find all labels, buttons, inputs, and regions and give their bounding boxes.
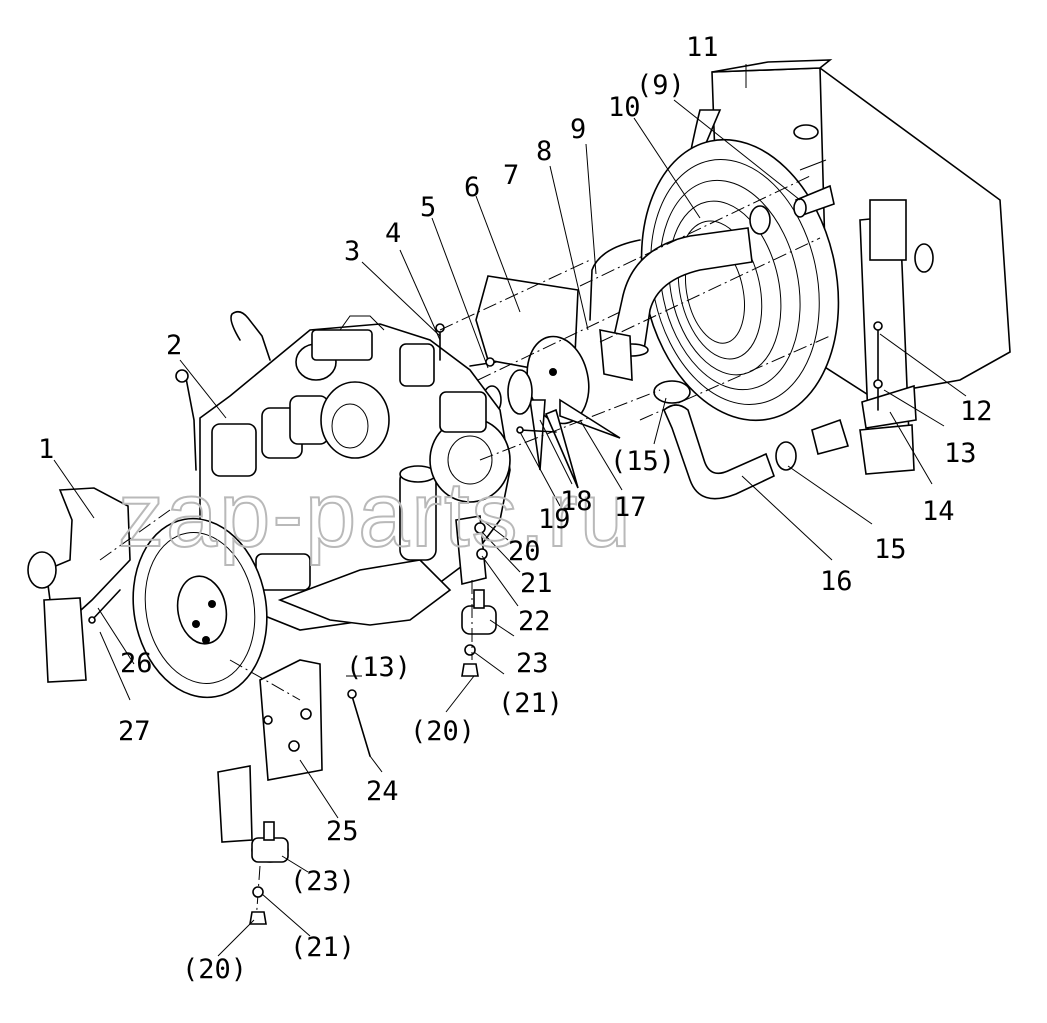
engine-block	[175, 310, 511, 631]
front-engine-bracket	[217, 659, 323, 843]
lower-engine-mount	[249, 821, 289, 925]
lower-hose	[653, 380, 850, 500]
label-23: 23	[516, 648, 549, 679]
fan-shroud	[640, 109, 840, 422]
radiator-bracket	[861, 321, 917, 429]
label-5: 5	[420, 192, 436, 223]
label-14: 14	[922, 496, 955, 527]
label-1: 1	[38, 434, 54, 465]
label-25: 25	[326, 816, 359, 847]
label-20: 20	[508, 536, 541, 567]
label-22: 22	[518, 606, 551, 637]
label-21: 21	[520, 568, 553, 599]
label-18: 18	[560, 486, 593, 517]
label-20-ref-2: (20)	[182, 954, 247, 985]
label-3: 3	[344, 236, 360, 267]
label-20-ref: (20)	[410, 716, 475, 747]
label-15-ref: (15)	[610, 446, 675, 477]
label-12: 12	[960, 396, 993, 427]
watermark-text: zap-parts.ru	[118, 464, 633, 566]
label-7: 7	[503, 160, 519, 191]
label-6: 6	[464, 172, 480, 203]
radiator-inlet-pipe	[793, 159, 835, 218]
left-engine-bracket	[27, 487, 131, 683]
label-19: 19	[538, 504, 571, 535]
leader-lines	[53, 64, 967, 957]
label-4: 4	[385, 218, 401, 249]
label-15: 15	[874, 534, 907, 565]
label-2: 2	[166, 330, 182, 361]
label-21-ref: (21)	[498, 688, 563, 719]
right-engine-mount	[455, 515, 497, 677]
label-27: 27	[118, 716, 151, 747]
label-8: 8	[536, 136, 552, 167]
label-9-ref: (9)	[636, 70, 685, 101]
label-13-ref: (13)	[346, 652, 411, 683]
explode-lines	[99, 175, 831, 701]
flywheel-housing	[132, 517, 268, 699]
label-16: 16	[820, 566, 853, 597]
label-26: 26	[120, 648, 153, 679]
label-17: 17	[614, 492, 647, 523]
label-23-ref: (23)	[290, 866, 355, 897]
label-9: 9	[570, 114, 586, 145]
fasteners	[347, 323, 497, 757]
label-21-ref-2: (21)	[290, 932, 355, 963]
label-24: 24	[366, 776, 399, 807]
part-labels: 11 (9) 10 9 8 7 6 5 4 3 2 1 12 13 14 15 …	[38, 32, 993, 985]
label-11: 11	[686, 32, 719, 63]
label-10: 10	[608, 92, 641, 123]
label-13: 13	[944, 438, 977, 469]
